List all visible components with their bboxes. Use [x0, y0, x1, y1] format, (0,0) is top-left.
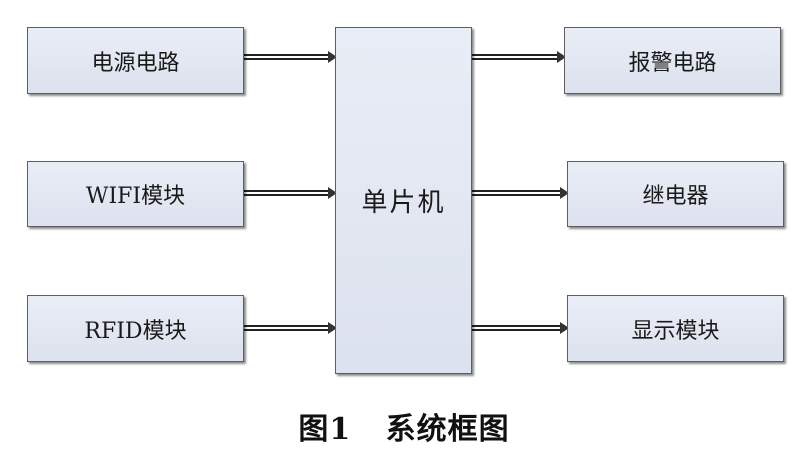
rfid-module-label: RFID模块	[84, 318, 187, 344]
wifi-module-box: WIFI模块	[27, 161, 244, 227]
mcu-box: 单片机	[335, 27, 472, 374]
display-module-label: 显示模块	[631, 318, 720, 344]
display-module-box: 显示模块	[567, 295, 784, 362]
figure-number: 图1	[298, 412, 352, 447]
connector-mcu-to-display	[472, 322, 569, 334]
mcu-label: 单片机	[361, 188, 446, 218]
alarm-circuit-box: 报警电路	[564, 27, 781, 94]
rfid-module-box: RFID模块	[27, 295, 244, 362]
wifi-module-label: WIFI模块	[85, 184, 186, 209]
figure-caption: 图1 系统框图	[0, 404, 808, 448]
relay-box: 继电器	[567, 161, 784, 227]
power-circuit-label: 电源电路	[91, 50, 180, 76]
connector-power-to-mcu	[244, 51, 337, 63]
power-circuit-box: 电源电路	[27, 27, 244, 94]
connector-rfid-to-mcu	[244, 322, 337, 334]
relay-label: 继电器	[642, 184, 709, 209]
connector-mcu-to-relay	[472, 187, 569, 199]
block-diagram-connectors	[244, 51, 569, 334]
figure-title: 系统框图	[385, 412, 510, 447]
connector-mcu-to-alarm	[472, 51, 566, 63]
connector-wifi-to-mcu	[244, 187, 337, 199]
alarm-circuit-label: 报警电路	[628, 50, 717, 76]
